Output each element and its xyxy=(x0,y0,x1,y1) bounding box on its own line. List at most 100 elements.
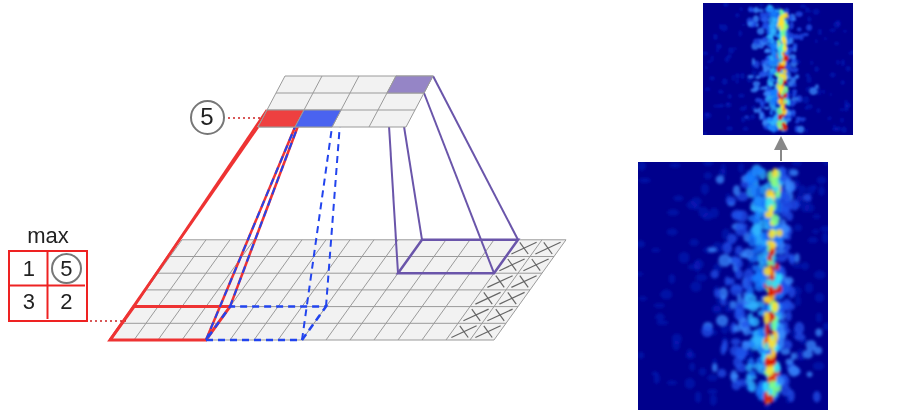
speckle xyxy=(654,303,665,308)
window-cell: 1 xyxy=(10,252,48,286)
heat-blob xyxy=(767,43,774,47)
heat-blob xyxy=(772,53,775,57)
heat-blob xyxy=(807,372,813,378)
speckle xyxy=(805,7,810,10)
heat-blob xyxy=(795,11,802,17)
speckle xyxy=(841,59,845,66)
speckle xyxy=(818,186,824,196)
speckle xyxy=(638,272,644,276)
speckle xyxy=(651,248,659,252)
heat-blob xyxy=(768,82,773,86)
heat-blob xyxy=(795,253,800,263)
speckle xyxy=(728,47,734,53)
cross-mark xyxy=(532,259,540,271)
speckle xyxy=(813,9,820,15)
heat-blob xyxy=(752,248,760,255)
speckle xyxy=(725,102,731,107)
core-blob xyxy=(787,99,790,107)
core-blob xyxy=(779,59,783,63)
heat-blob xyxy=(796,117,801,121)
core-blob xyxy=(770,242,776,249)
heat-blob xyxy=(725,276,731,285)
heat-blob xyxy=(815,328,822,336)
speckle xyxy=(820,226,828,232)
heat-blob xyxy=(791,97,799,100)
speckle xyxy=(802,96,809,103)
heat-blob xyxy=(735,223,748,230)
heat-blob xyxy=(722,242,732,254)
leader-line xyxy=(228,117,262,119)
speckle xyxy=(695,274,707,282)
speckle xyxy=(727,54,732,58)
speckle xyxy=(726,126,732,130)
core-blob xyxy=(763,382,768,392)
cross-mark xyxy=(520,276,528,288)
speckle xyxy=(740,73,744,80)
core-blob xyxy=(778,114,783,121)
heat-blob xyxy=(793,89,798,94)
speckle xyxy=(775,5,780,8)
core-blob xyxy=(770,176,779,187)
speckle xyxy=(817,176,827,184)
cross-mark xyxy=(496,309,504,321)
core-blob xyxy=(763,311,769,324)
heat-blob xyxy=(741,321,749,328)
heat-blob xyxy=(791,110,796,117)
heat-blob xyxy=(768,60,773,67)
window-cell: 3 xyxy=(10,286,48,320)
speckle xyxy=(823,162,828,165)
speckle xyxy=(734,47,737,50)
heat-blob xyxy=(761,101,765,109)
heat-blob xyxy=(714,289,721,298)
heat-blob xyxy=(785,180,795,193)
heat-blob xyxy=(782,340,792,350)
speckle xyxy=(687,201,698,210)
heat-blob xyxy=(786,65,792,72)
blue-window-projection xyxy=(302,127,332,340)
heat-blob xyxy=(784,114,791,121)
blue-window-output-cell xyxy=(295,110,341,127)
pooling-windows xyxy=(110,76,518,340)
speckle xyxy=(830,72,836,77)
speckle xyxy=(808,237,818,243)
speckle xyxy=(810,60,813,65)
heat-blob xyxy=(765,56,769,63)
cross-mark xyxy=(472,309,480,321)
heat-blob xyxy=(753,81,760,86)
heat-blob xyxy=(792,101,797,104)
speckle xyxy=(833,124,836,131)
spectrogram-large-blobs xyxy=(638,162,828,409)
speckle xyxy=(823,37,827,39)
speckle xyxy=(669,274,676,284)
core-blob xyxy=(763,296,772,303)
core-blob xyxy=(767,395,773,404)
value-number: 3 xyxy=(23,291,35,313)
heat-blob xyxy=(788,76,792,80)
heat-blob xyxy=(797,126,804,133)
core-blob xyxy=(781,91,785,95)
heat-blob xyxy=(764,66,767,72)
speckle xyxy=(721,164,726,174)
heat-blob xyxy=(769,24,776,29)
heat-blob xyxy=(759,113,762,120)
speckle xyxy=(829,93,832,96)
heat-blob xyxy=(746,364,753,372)
core-blob xyxy=(771,319,776,331)
heat-blob xyxy=(764,18,769,22)
core-blob xyxy=(781,104,784,110)
cross-mark xyxy=(499,292,524,304)
heat-blob xyxy=(766,117,773,122)
core-blob xyxy=(764,391,768,405)
heat-blob xyxy=(780,206,788,218)
heat-blob xyxy=(792,93,796,97)
cross-mark xyxy=(487,309,512,321)
speckle xyxy=(713,34,718,40)
heat-blob xyxy=(757,327,763,336)
speckle xyxy=(813,362,824,370)
leader-line xyxy=(90,320,126,322)
heat-blob xyxy=(757,253,768,259)
cross-mark xyxy=(475,292,500,304)
core-blob xyxy=(783,55,788,62)
blue-window-projection xyxy=(206,127,295,340)
red-window-projection xyxy=(230,110,304,307)
